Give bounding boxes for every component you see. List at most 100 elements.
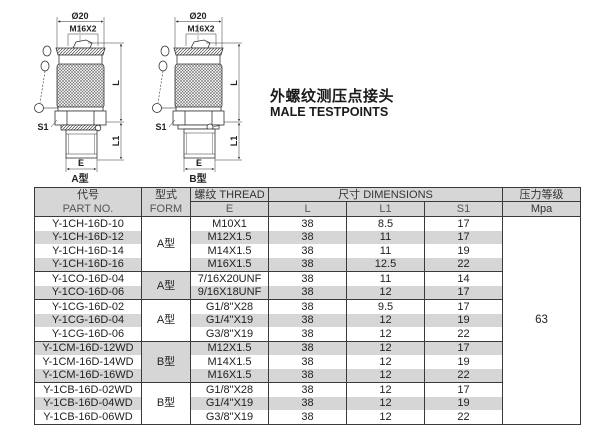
- dim-l1: 9.5: [346, 299, 425, 314]
- thread: G3/8"X19: [190, 410, 269, 424]
- spec-table: 代号 PART NO. 型式 FORM 螺纹 THREAD 尺寸 DIMENSI…: [34, 187, 582, 425]
- type-label-a: A型: [71, 172, 88, 185]
- header-part-no: 代号 PART NO.: [34, 187, 142, 217]
- dim-s1-label-a: S1: [37, 122, 48, 132]
- thread: M16X1.5: [190, 257, 269, 272]
- header-s1: S1: [423, 201, 504, 217]
- dim-l-label-b: L: [229, 80, 239, 86]
- table-row: Y-1CM-16D-16WD M16X1.5 38 12 22: [34, 368, 581, 383]
- form-cell: A型: [141, 271, 191, 300]
- part-no: Y-1CO-16D-04: [34, 271, 142, 286]
- part-no: Y-1CG-16D-02: [34, 299, 142, 314]
- dim-s1: 22: [423, 257, 504, 272]
- product-title-zh: 外螺纹测压点接头: [270, 88, 395, 105]
- thread: M16X1.5: [190, 368, 269, 383]
- dim-l1: 12.5: [346, 257, 425, 272]
- dim-l1: 12: [346, 285, 425, 300]
- part-no: Y-1CM-16D-16WD: [34, 368, 142, 383]
- part-no: Y-1CH-16D-16: [34, 257, 142, 272]
- dim-l1: 8.5: [346, 216, 425, 231]
- header-pressure-unit: Mpa: [502, 201, 582, 217]
- dim-l: 38: [268, 285, 347, 300]
- part-no: Y-1CH-16D-12: [34, 230, 142, 244]
- part-no: Y-1CM-16D-12WD: [34, 340, 142, 355]
- thread: G1/4"X19: [190, 313, 269, 327]
- dim-s1: 22: [423, 410, 504, 424]
- part-no: Y-1CO-16D-06: [34, 285, 142, 300]
- header-l: L: [268, 201, 347, 217]
- dim-e-label-b: E: [196, 158, 202, 168]
- dim-l: 38: [268, 313, 347, 327]
- thread: M14X1.5: [190, 355, 269, 369]
- header-thread-e: E: [190, 201, 269, 217]
- header-pressure: 压力等级: [502, 187, 582, 202]
- dim-l1: 12: [346, 355, 425, 369]
- diameter-label-b: Ø20: [189, 11, 206, 21]
- dim-s1: 19: [423, 355, 504, 369]
- dim-l: 38: [268, 340, 347, 355]
- part-no: Y-1CB-16D-02WD: [34, 382, 142, 397]
- dim-s1: 17: [423, 382, 504, 397]
- part-no: Y-1CG-16D-06: [34, 327, 142, 341]
- dim-l1: 12: [346, 327, 425, 341]
- dim-s1: 17: [423, 299, 504, 314]
- thread: M14X1.5: [190, 244, 269, 258]
- dim-s1: 19: [423, 244, 504, 258]
- pressure-value: 63: [502, 216, 582, 424]
- dim-l1: 11: [346, 244, 425, 258]
- dim-l1: 12: [346, 368, 425, 383]
- dim-l1: 12: [346, 313, 425, 327]
- table-row: Y-1CO-16D-06 9/16X18UNF 38 12 17: [34, 285, 581, 300]
- dim-l: 38: [268, 368, 347, 383]
- header-l1: L1: [346, 201, 425, 217]
- thread-label-a: M16X2: [70, 24, 97, 34]
- table-row: Y-1CH-16D-12 M12X1.5 38 11 17: [34, 230, 581, 244]
- dim-l: 38: [268, 271, 347, 286]
- diameter-label-a: Ø20: [71, 11, 88, 21]
- thread-label-b: M16X2: [188, 24, 215, 34]
- dim-s1: 22: [423, 327, 504, 341]
- part-no: Y-1CB-16D-04WD: [34, 396, 142, 410]
- fitting-drawing-a: [34, 17, 124, 172]
- type-label-b: B型: [189, 172, 206, 185]
- part-no: Y-1CM-16D-14WD: [34, 355, 142, 369]
- dim-l-label-a: L: [111, 80, 121, 86]
- form-cell: B型: [141, 382, 191, 424]
- header-thread: 螺纹 THREAD: [190, 187, 269, 202]
- dim-s1: 19: [423, 396, 504, 410]
- dim-l: 38: [268, 257, 347, 272]
- header-dimensions: 尺寸 DIMENSIONS: [267, 187, 504, 202]
- dim-l: 38: [268, 355, 347, 369]
- dim-l1-label-b: L1: [229, 136, 239, 147]
- dim-s1: 22: [423, 368, 504, 383]
- dim-s1: 17: [423, 216, 504, 231]
- dim-s1-label-b: S1: [155, 122, 166, 132]
- form-cell: B型: [141, 340, 191, 383]
- thread: M12X1.5: [190, 340, 269, 355]
- header-form: 型式 FORM: [141, 187, 191, 217]
- part-no: Y-1CG-16D-04: [34, 313, 142, 327]
- table-row: Y-1CO-16D-04 A型 7/16X20UNF 38 11 14: [34, 271, 581, 300]
- part-no: Y-1CB-16D-06WD: [34, 410, 142, 424]
- dim-s1: 19: [423, 313, 504, 327]
- table-row: Y-1CH-16D-10 A型 M10X1 38 8.5 17 63: [34, 216, 582, 424]
- dim-l: 38: [268, 382, 347, 397]
- thread: G1/4"X19: [190, 396, 269, 410]
- thread: M12X1.5: [190, 230, 269, 244]
- dim-l: 38: [268, 230, 347, 244]
- table-row: Y-1CM-16D-12WD B型 M12X1.5 38 12 17: [34, 340, 581, 383]
- table-row: Y-1CH-16D-14 M14X1.5 38 11 19: [34, 244, 581, 258]
- dim-l1: 12: [346, 340, 425, 355]
- header-row-1: 代号 PART NO. 型式 FORM 螺纹 THREAD 尺寸 DIMENSI…: [34, 187, 582, 217]
- product-title-en: MALE TESTPOINTS: [270, 105, 389, 119]
- part-no: Y-1CH-16D-14: [34, 244, 142, 258]
- part-no: Y-1CH-16D-10: [34, 216, 142, 231]
- dim-l: 38: [268, 216, 347, 231]
- dim-e-label-a: E: [78, 158, 84, 168]
- dim-l1: 11: [346, 230, 425, 244]
- form-cell: A型: [141, 216, 191, 272]
- dim-l: 38: [268, 327, 347, 341]
- dim-l1: 11: [346, 271, 425, 286]
- table-row: Y-1CH-16D-16 M16X1.5 38 12.5 22: [34, 257, 581, 272]
- table-row: Y-1CG-16D-04 G1/4"X19 38 12 19: [34, 313, 581, 327]
